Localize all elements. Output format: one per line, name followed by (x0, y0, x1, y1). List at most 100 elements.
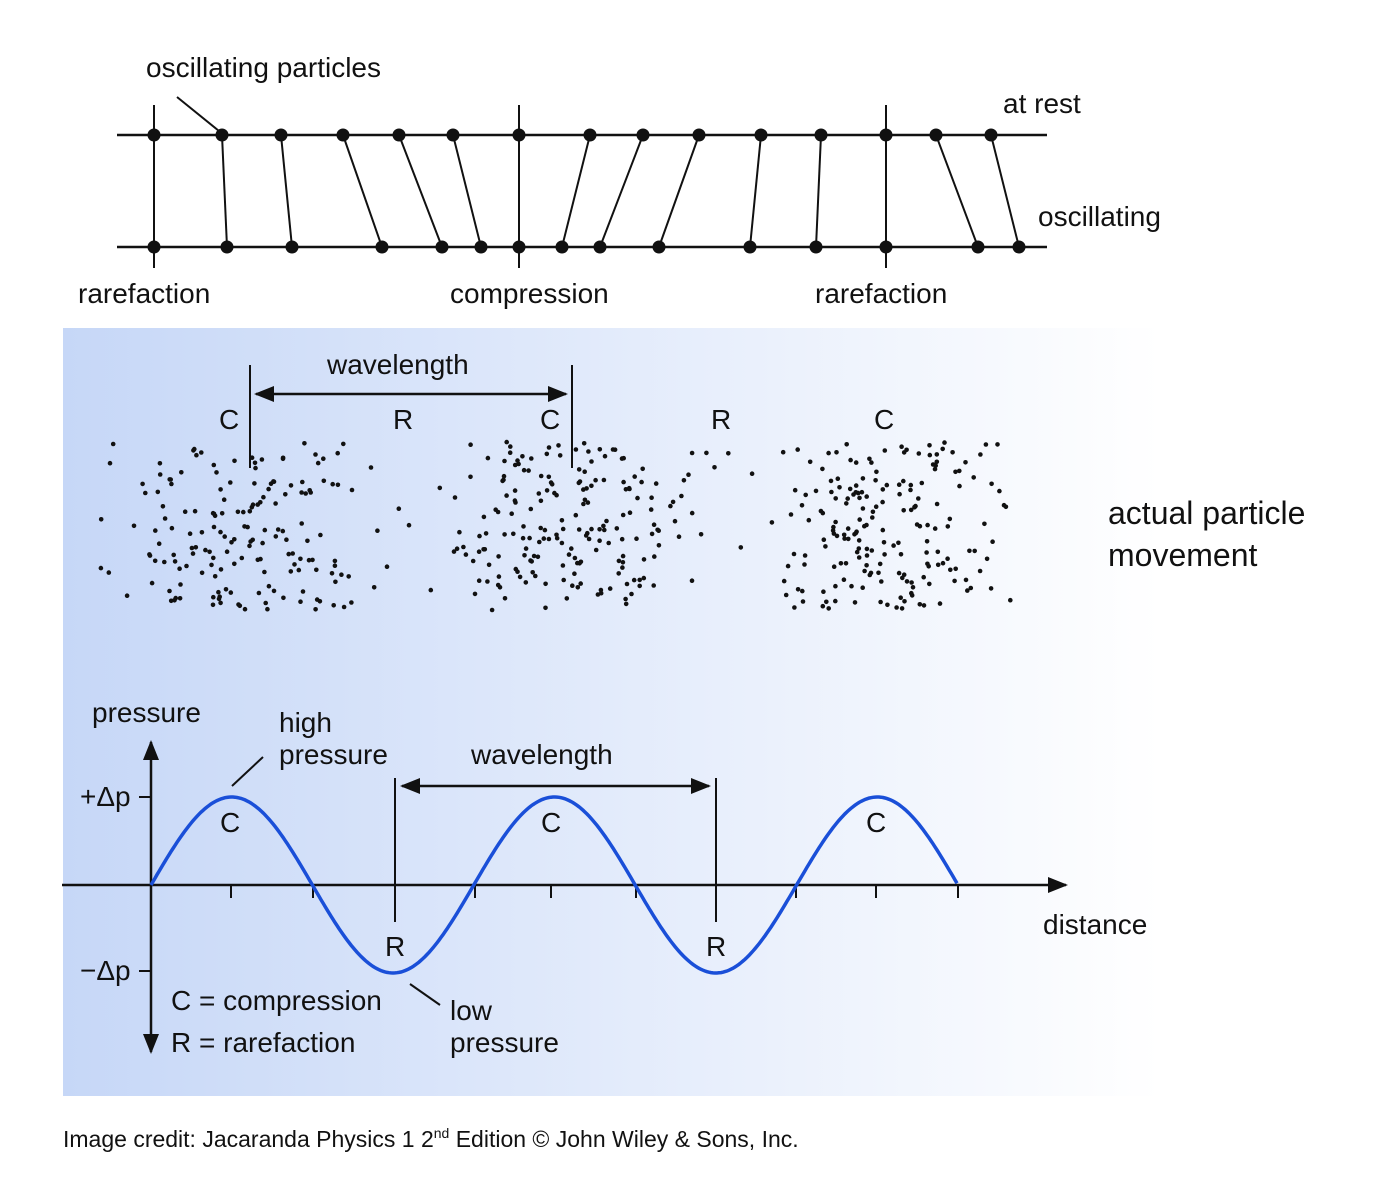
particle-dot (177, 566, 182, 571)
particle-dot (823, 544, 828, 549)
particle-dot (384, 564, 390, 569)
particle-dot (953, 469, 958, 475)
particle-dot (829, 489, 834, 495)
particle-dot (253, 465, 258, 471)
particle-dot (335, 482, 341, 488)
particle-dot (783, 592, 789, 598)
particle-dot (637, 577, 642, 583)
particle-dot (349, 600, 354, 605)
particle-dot (898, 595, 903, 600)
particle-dot (935, 562, 941, 568)
particle-dot (932, 466, 938, 472)
particle-dot (653, 481, 659, 486)
particle-dot (572, 571, 577, 576)
particle-dot (218, 600, 223, 606)
particle-dot (997, 488, 1002, 494)
particle-dot (275, 527, 281, 532)
particle-dot (526, 468, 531, 473)
particle-dot (341, 604, 347, 610)
displacement-line (599, 134, 644, 248)
particle-dot (221, 497, 227, 503)
displacement-line (221, 134, 228, 248)
particle-oscillating (593, 240, 607, 254)
particle-dot (838, 561, 844, 566)
particle-dot (576, 467, 582, 472)
particle-dot (800, 599, 806, 604)
particle-dot (575, 585, 581, 590)
marker-c: C (540, 404, 560, 435)
minus-delta-p-label: −Δp (80, 955, 131, 986)
particle-dot (904, 579, 910, 584)
particle-dot (635, 495, 640, 501)
particle-dot (192, 508, 198, 514)
caption-line-2: movement (1108, 537, 1258, 573)
particle-dot (909, 580, 914, 585)
particle-dot (901, 450, 907, 455)
particle-dot (833, 583, 838, 589)
low-pressure-label-1: low (450, 995, 493, 1026)
particle-dot (795, 587, 801, 592)
particle-dot (218, 567, 224, 572)
marker-c: C (874, 404, 894, 435)
peak-label: C (220, 807, 240, 838)
particle-dot (589, 459, 594, 464)
particle-dot (428, 587, 434, 593)
particle-dot (211, 524, 217, 530)
particle-dot (153, 528, 158, 533)
particle-dot (483, 531, 489, 536)
particle-dot (593, 477, 598, 483)
particle-dot (927, 443, 932, 448)
particle-dot (306, 557, 312, 563)
particle-dot (140, 481, 145, 487)
particle-dot (303, 491, 309, 496)
particle-dot (828, 478, 834, 484)
y-axis-label: pressure (92, 697, 201, 728)
particle-dot (921, 574, 926, 580)
particle-dot (940, 446, 945, 452)
particle-dot (881, 540, 887, 545)
particle-dot (807, 459, 813, 465)
particle-dot (546, 536, 552, 542)
particle-dot (451, 549, 457, 554)
particle-dot (894, 605, 899, 610)
particle-at-rest (392, 128, 406, 142)
particle-dot (210, 510, 216, 516)
particle-dot (898, 552, 904, 557)
particle-at-rest (929, 128, 943, 142)
rarefaction-label-left: rarefaction (78, 278, 210, 309)
particle-dot (586, 536, 592, 542)
particle-dot (504, 493, 509, 498)
particle-dot (457, 529, 462, 535)
particle-dot (637, 583, 642, 589)
particle-dot (896, 540, 901, 546)
particle-dot (726, 451, 731, 456)
wavelength-label-top: wavelength (326, 349, 469, 380)
particle-dot (530, 570, 535, 575)
particle-dot (515, 458, 520, 463)
particle-dot (271, 479, 276, 484)
particle-dot (792, 605, 797, 610)
oscillating-label: oscillating (1038, 201, 1161, 232)
particle-dot (847, 486, 853, 492)
particle-dot (212, 574, 218, 579)
particle-dot (203, 547, 208, 553)
particle-dot (614, 526, 620, 531)
particle-dot (493, 507, 499, 512)
particle-dot (256, 590, 262, 596)
particle-dot (477, 533, 482, 539)
particle-dot (896, 570, 902, 576)
particle-dot (627, 510, 633, 515)
particle-dot (317, 599, 323, 604)
particle-dot (704, 450, 709, 456)
peak-label: C (541, 807, 561, 838)
particle-dot (917, 523, 923, 529)
particle-dot (912, 504, 917, 510)
particle-dot (820, 466, 825, 472)
particle-dot (349, 487, 355, 493)
particle-at-rest (336, 128, 350, 142)
particle-dot (947, 516, 953, 522)
particle-dot (290, 551, 296, 556)
particle-dot (266, 583, 272, 589)
particle-dot (937, 601, 943, 606)
particle-dot (218, 529, 223, 535)
